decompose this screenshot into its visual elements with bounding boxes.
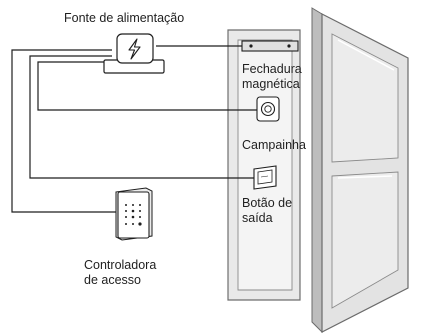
wire-to-exit-button — [29, 55, 254, 179]
keypad — [125, 204, 142, 226]
magnetic-lock-label-line2: magnética — [242, 77, 300, 91]
exit-button-label-line2: saída — [242, 211, 273, 225]
access-controller-device — [115, 187, 153, 241]
wire-power-to-controller — [11, 49, 118, 213]
door-leaf — [311, 7, 409, 333]
doorbell-device — [256, 96, 280, 122]
magnetic-lock-label-line1: Fechadura — [242, 62, 302, 76]
wiring — [11, 45, 258, 213]
power-supply-label: Fonte de alimentação — [64, 11, 185, 25]
wire-to-doorbell — [37, 61, 258, 111]
magnetic-lock — [241, 40, 299, 52]
exit-button-device — [253, 165, 277, 190]
doorbell-label: Campainha — [242, 138, 306, 152]
exit-button-label-line1: Botão de — [242, 196, 293, 210]
access-controller-label-line1: Controladora — [84, 258, 157, 272]
lightning-bolt-icon — [128, 38, 141, 60]
power-supply — [103, 33, 165, 74]
access-controller-label-line2: de acesso — [84, 273, 141, 287]
